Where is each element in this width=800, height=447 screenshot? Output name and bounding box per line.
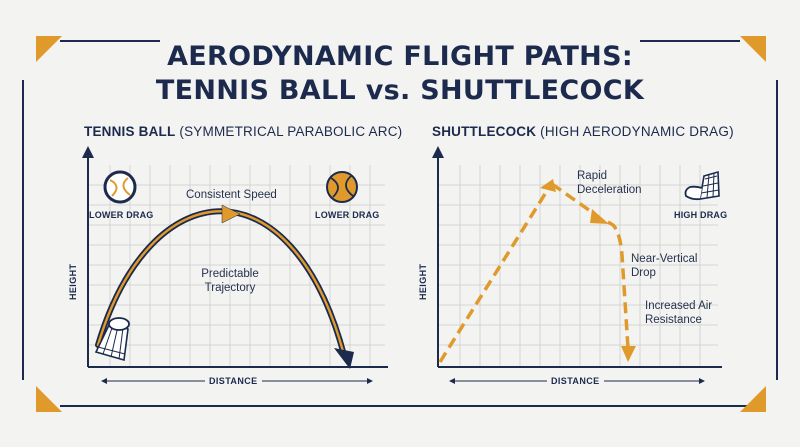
right-icon-label: LOWER DRAG (315, 210, 380, 220)
left-icon-label: LOWER DRAG (89, 210, 154, 220)
consistent-speed-annotation: Consistent Speed (186, 189, 277, 201)
annotation-line-2: Resistance (645, 314, 702, 326)
frame-top-line (60, 40, 160, 42)
tennis-ball-icon (326, 171, 358, 203)
left-panel-heading: TENNIS BALL (SYMMETRICAL PARABOLIC ARC) (84, 124, 402, 139)
right-x-axis-label: DISTANCE (547, 376, 604, 386)
tennis-ball-outline-icon (103, 170, 137, 204)
frame-right-line (776, 80, 778, 380)
page-title: AERODYNAMIC FLIGHT PATHS: TENNIS BALL vs… (0, 40, 800, 108)
annotation-line-1: Predictable (201, 268, 259, 280)
left-heading-bold: TENNIS BALL (84, 124, 176, 139)
left-y-axis-label: HEIGHT (68, 263, 78, 300)
corner-accent-top-right (740, 36, 766, 62)
corner-accent-top-left (36, 36, 62, 62)
right-y-axis-label: HEIGHT (418, 263, 428, 300)
annotation-line-1: Near-Vertical (631, 253, 698, 265)
shuttle-arrowhead-mid (590, 209, 609, 224)
right-grid (438, 165, 718, 367)
annotation-line-1: Rapid (577, 170, 608, 182)
increased-air-resistance-annotation: Increased Air Resistance (645, 299, 712, 327)
high-drag-shuttlecock-icon (684, 170, 720, 201)
annotation-line-1: Increased Air (645, 300, 713, 312)
high-drag-label: HIGH DRAG (674, 210, 728, 220)
corner-accent-bottom-left (36, 386, 62, 412)
frame-top-line-right (640, 40, 740, 42)
corner-accent-bottom-right (740, 386, 766, 412)
mid-arrowhead (221, 204, 241, 224)
near-vertical-drop-annotation: Near-Vertical Drop (631, 252, 697, 280)
left-heading-rest: (SYMMETRICAL PARABOLIC ARC) (175, 124, 403, 139)
predictable-trajectory-annotation: Predictable Trajectory (198, 267, 262, 295)
rapid-deceleration-annotation: Rapid Deceleration (577, 169, 642, 197)
frame-left-line (22, 80, 24, 380)
annotation-line-2: Trajectory (204, 282, 256, 294)
right-panel-heading: SHUTTLECOCK (HIGH AERODYNAMIC DRAG) (432, 124, 734, 139)
annotation-line-2: Deceleration (577, 184, 642, 196)
left-x-axis-label: DISTANCE (205, 376, 262, 386)
shuttle-arrowhead-peak (540, 179, 556, 192)
tennis-ball-trajectory (95, 204, 354, 369)
shuttlecock-icon (94, 317, 130, 362)
shuttle-arrowhead-end (621, 346, 636, 362)
trajectory-end-arrowhead (334, 348, 354, 369)
title-line-2: TENNIS BALL vs. SHUTTLECOCK (155, 75, 645, 106)
shuttlecock-trajectory (438, 182, 630, 363)
right-heading-bold: SHUTTLECOCK (432, 124, 537, 139)
frame-bottom-line (60, 405, 750, 407)
annotation-line-2: Drop (631, 267, 656, 279)
title-line-1: AERODYNAMIC FLIGHT PATHS: (167, 41, 633, 72)
right-heading-rest: (HIGH AERODYNAMIC DRAG) (536, 124, 734, 139)
